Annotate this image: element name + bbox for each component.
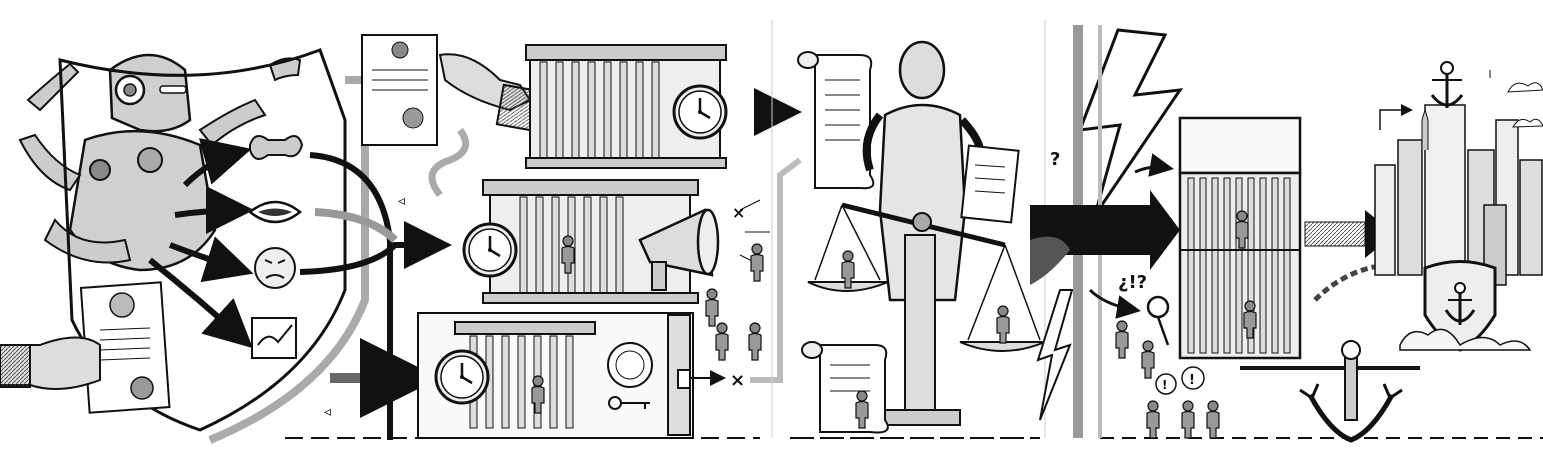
svg-text:◃: ◃ bbox=[398, 193, 405, 209]
scales-of-justice bbox=[807, 202, 1046, 426]
prison-cylinder bbox=[1178, 116, 1302, 360]
city-skyline bbox=[1374, 61, 1543, 286]
megaphone-icon bbox=[638, 199, 770, 291]
decree-document bbox=[0, 281, 171, 414]
scroll-top bbox=[797, 51, 875, 190]
figure-with-scales bbox=[862, 40, 1020, 302]
anchor-scale bbox=[1240, 340, 1420, 443]
svg-text:!: ! bbox=[1162, 378, 1167, 392]
clock-icon bbox=[434, 349, 490, 405]
prison-building bbox=[417, 44, 728, 439]
crowd-right: ! ! bbox=[1115, 320, 1220, 439]
svg-text:◃: ◃ bbox=[324, 404, 331, 420]
big-arrow bbox=[1030, 190, 1180, 285]
mouth-icon bbox=[247, 200, 303, 224]
bone-icon bbox=[249, 135, 304, 160]
angry-face-icon bbox=[254, 247, 296, 289]
svg-text:!: ! bbox=[1189, 373, 1195, 388]
signing-icon bbox=[251, 317, 297, 359]
top-document bbox=[361, 34, 550, 146]
shield-anchor-icon bbox=[1399, 260, 1532, 352]
robot-figure bbox=[18, 53, 302, 272]
question-mark: ? bbox=[1050, 149, 1060, 170]
small-key-icon bbox=[1146, 295, 1170, 346]
clock-icon bbox=[462, 222, 518, 278]
clock-icon bbox=[672, 84, 728, 140]
influence-arrows bbox=[148, 138, 254, 349]
scroll-bottom bbox=[801, 341, 889, 434]
lightning-icon bbox=[1036, 28, 1184, 421]
flow-arrows-left: ◃ ◃ bbox=[299, 152, 452, 440]
blocked-mark: × bbox=[732, 203, 745, 222]
blocked-x: × bbox=[730, 370, 745, 391]
keyhole-icon bbox=[677, 369, 691, 389]
key-icon bbox=[608, 396, 650, 410]
interrobang-text: ¿!? bbox=[1118, 272, 1147, 293]
